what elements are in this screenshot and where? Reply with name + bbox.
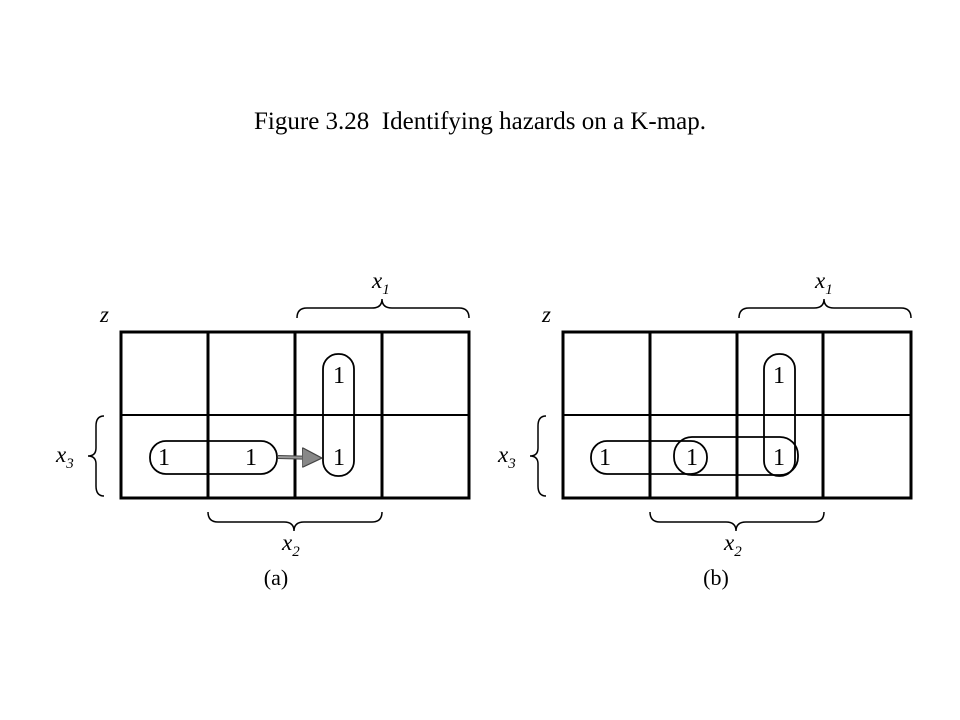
kmap-b-x1-brace	[738, 298, 912, 319]
kmap-b-cell-value: 1	[686, 445, 698, 471]
kmap-b-group-consensus-pair	[673, 436, 799, 476]
kmap-b-x1-label: x1	[814, 268, 833, 298]
kmap-b-cell-value: 1	[773, 363, 785, 389]
kmap-a-cell-value: 1	[333, 445, 345, 471]
kmap-b-x2-brace	[649, 511, 825, 532]
kmap-b-cell-value: 1	[599, 445, 611, 471]
kmap-b: z x1 x3 x2 (b) 1 1 1 1	[497, 268, 913, 590]
kmap-b-group-vertical	[763, 353, 796, 477]
kmap-a-group-horizontal	[149, 440, 278, 475]
kmap-b-x3-brace	[529, 415, 547, 497]
kmap-b-x2-label: x2	[723, 530, 742, 560]
kmap-b-cell-value: 1	[773, 445, 785, 471]
kmap-a-x3-brace	[87, 415, 105, 497]
kmap-a-x1-brace	[296, 298, 470, 319]
kmap-a-cell-value: 1	[245, 445, 257, 471]
kmap-b-corner-label: z	[541, 302, 551, 327]
kmap-b-x3-label: x3	[497, 442, 516, 472]
kmap-b-group-left-pair	[590, 440, 708, 475]
kmap-a-corner-label: z	[99, 302, 109, 327]
kmap-a-cell-value: 1	[333, 363, 345, 389]
kmap-b-part-label: (b)	[703, 565, 729, 590]
kmap-a-x2-brace	[207, 511, 383, 532]
kmap-a: z x1 x3 x2 (a) 1 1 1 1	[55, 268, 471, 590]
figure-caption: Figure 3.28 Identifying hazards on a K-m…	[254, 108, 706, 135]
kmap-a-cell-value: 1	[158, 445, 170, 471]
kmap-a-x1-label: x1	[371, 268, 390, 298]
kmap-a-x3-label: x3	[55, 442, 74, 472]
kmap-a-x2-label: x2	[281, 530, 300, 560]
kmap-a-part-label: (a)	[264, 565, 288, 590]
kmap-a-hazard-arrow	[277, 457, 318, 458]
kmap-a-group-vertical	[322, 353, 355, 477]
